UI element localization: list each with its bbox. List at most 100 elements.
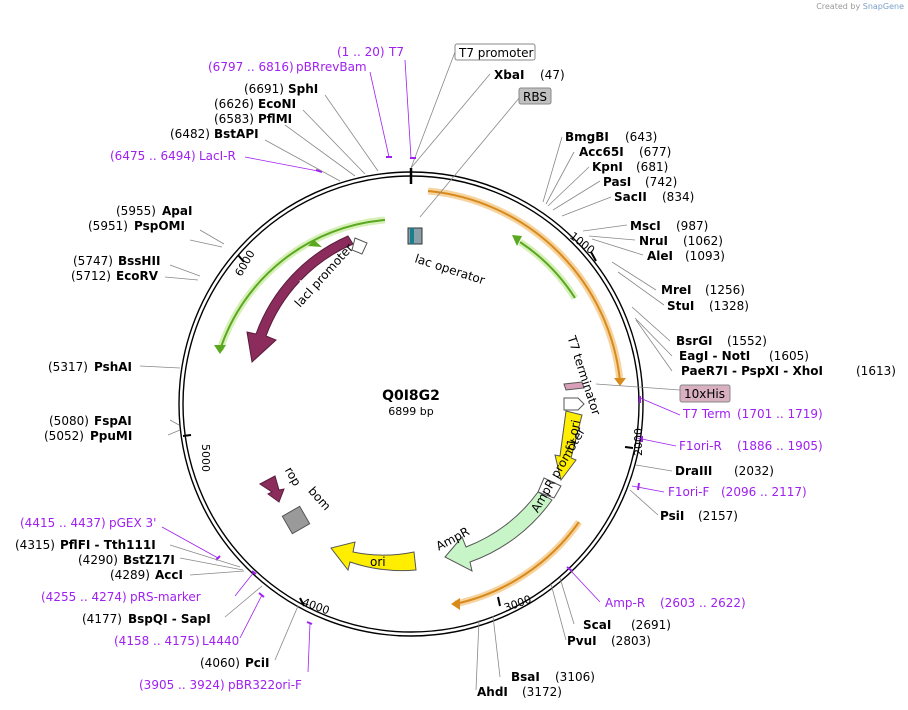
site-name: EagI - NotI bbox=[679, 349, 750, 363]
bom-label: bom bbox=[305, 484, 333, 513]
site-name: BstAPI bbox=[214, 127, 259, 141]
lac-operator-inner bbox=[410, 228, 414, 244]
orange-cds-arc-top-glow bbox=[427, 187, 624, 382]
site-pos: (2157) bbox=[698, 509, 738, 523]
t7-promoter-box: T7 promoter bbox=[454, 43, 536, 61]
tick-2000 bbox=[624, 446, 634, 449]
site-pos: (1605) bbox=[769, 349, 809, 363]
site-name: PsiI bbox=[660, 509, 684, 523]
site-name: XbaI bbox=[494, 68, 524, 82]
site-name: AhdI bbox=[477, 685, 508, 699]
tick-label-2000: 2000 bbox=[632, 428, 645, 456]
primer-range: (2603 .. 2622) bbox=[660, 596, 746, 610]
primer-name: Amp-R bbox=[605, 596, 645, 610]
primer-name: F1ori-F bbox=[668, 485, 709, 499]
site-name: FspAI bbox=[94, 414, 132, 428]
site-pos: (1552) bbox=[727, 334, 767, 348]
site-name: PspOMI bbox=[134, 219, 185, 233]
snapgene-credit: Created by SnapGene bbox=[816, 2, 904, 11]
site-name: MscI bbox=[630, 219, 661, 233]
tick-5000 bbox=[182, 434, 192, 437]
site-name: SphI bbox=[288, 82, 318, 96]
t7-promoter-label: T7 promoter bbox=[458, 46, 534, 60]
site-name: EcoNI bbox=[258, 97, 296, 111]
site-pos: (6691) bbox=[244, 82, 284, 96]
tick-label-6000: 6000 bbox=[232, 248, 257, 279]
site-name: PflMI bbox=[258, 112, 292, 126]
primer-name: LacI-R bbox=[199, 149, 236, 163]
t7-terminator-arrow bbox=[563, 381, 585, 391]
left-primers: (1 .. 20) T7 (6797 .. 6816) pBRrevBam (6… bbox=[20, 45, 404, 692]
leader-lines-right bbox=[410, 51, 681, 691]
snapgene-logo: SnapGene bbox=[862, 2, 904, 11]
site-pos: (834) bbox=[662, 190, 694, 204]
site-pos: (1613) bbox=[856, 364, 896, 378]
site-name: BmgBI bbox=[565, 130, 609, 144]
primer-lines-right bbox=[569, 397, 681, 603]
site-name: BsaI bbox=[511, 670, 540, 684]
green-arc-right-glow bbox=[518, 239, 578, 300]
primer-name: pBR322ori-F bbox=[228, 678, 302, 692]
green-arc-left bbox=[219, 219, 386, 351]
site-pos: (6626) bbox=[214, 97, 254, 111]
primer-name: T7 bbox=[388, 45, 404, 59]
green-arc-left-head bbox=[308, 240, 322, 247]
his-tag-arrow bbox=[563, 397, 585, 411]
site-name: PvuI bbox=[567, 634, 597, 648]
site-name: PasI bbox=[603, 175, 631, 189]
orange-arc-bottom-head bbox=[451, 598, 460, 610]
tick-marks bbox=[182, 251, 634, 607]
tick-4000 bbox=[299, 597, 305, 607]
bom-box bbox=[281, 505, 311, 535]
rbs-label: RBS bbox=[523, 90, 547, 104]
f1-ori-arrow bbox=[554, 410, 583, 482]
site-name: PciI bbox=[245, 656, 270, 670]
primer-range: (1701 .. 1719) bbox=[737, 407, 823, 421]
site-pos: (4177) bbox=[82, 612, 122, 626]
primer-lines-left bbox=[161, 59, 412, 673]
his-tag-label: 10xHis bbox=[684, 387, 725, 401]
site-pos: (681) bbox=[636, 160, 668, 174]
lac-operator-label: lac operator bbox=[413, 252, 487, 288]
site-name: NruI bbox=[639, 234, 668, 248]
laci-promoter-arrow bbox=[351, 237, 368, 255]
site-pos: (677) bbox=[639, 145, 671, 159]
site-name: PshAI bbox=[94, 360, 132, 374]
site-name: ScaI bbox=[583, 618, 611, 632]
site-pos: (643) bbox=[625, 130, 657, 144]
site-name: PflFI - Tth111I bbox=[60, 538, 156, 552]
site-pos: (5080) bbox=[49, 414, 89, 428]
primer-range: (2096 .. 2117) bbox=[721, 485, 807, 499]
tick-label-5000: 5000 bbox=[199, 444, 212, 472]
site-pos: (742) bbox=[645, 175, 677, 189]
f1-ori-label: f1 ori bbox=[563, 419, 583, 453]
site-name: SacII bbox=[614, 190, 647, 204]
primer-name: pGEX 3' bbox=[109, 516, 156, 530]
primer-name: F1ori-R bbox=[679, 439, 722, 453]
site-pos: (6482) bbox=[170, 127, 210, 141]
site-pos: (4060) bbox=[200, 656, 240, 670]
primer-range: (6797 .. 6816) bbox=[208, 60, 294, 74]
tick-6000 bbox=[237, 254, 245, 263]
green-arc-right-head bbox=[512, 235, 522, 246]
site-name: MreI bbox=[661, 283, 691, 297]
site-name: BspQI - SapI bbox=[128, 612, 211, 626]
primer-name: pRS-marker bbox=[130, 590, 201, 604]
rop-arrow bbox=[259, 475, 285, 503]
his-tag-box: 10xHis bbox=[679, 384, 731, 403]
site-name: AccI bbox=[155, 568, 183, 582]
ori-arrow bbox=[330, 541, 417, 572]
site-name: PaeR7I - PspXI - XhoI bbox=[681, 364, 823, 378]
site-pos: (1256) bbox=[705, 283, 745, 297]
plasmid-size: 6899 bp bbox=[388, 405, 433, 418]
tick-label-4000: 4000 bbox=[300, 596, 331, 618]
site-name: StuI bbox=[667, 299, 694, 313]
left-sites: (6691) SphI (6626) EcoNI (6583) PflMI (6… bbox=[15, 82, 318, 670]
primer-name: pBRrevBam bbox=[296, 60, 367, 74]
ori-label: ori bbox=[370, 555, 386, 569]
primer-range: (6475 .. 6494) bbox=[110, 149, 196, 163]
site-pos: (6583) bbox=[214, 112, 254, 126]
ampr-promoter-label: AmpR promoter bbox=[528, 425, 588, 515]
site-name: DraIII bbox=[675, 464, 712, 478]
primer-range: (4255 .. 4274) bbox=[41, 590, 127, 604]
